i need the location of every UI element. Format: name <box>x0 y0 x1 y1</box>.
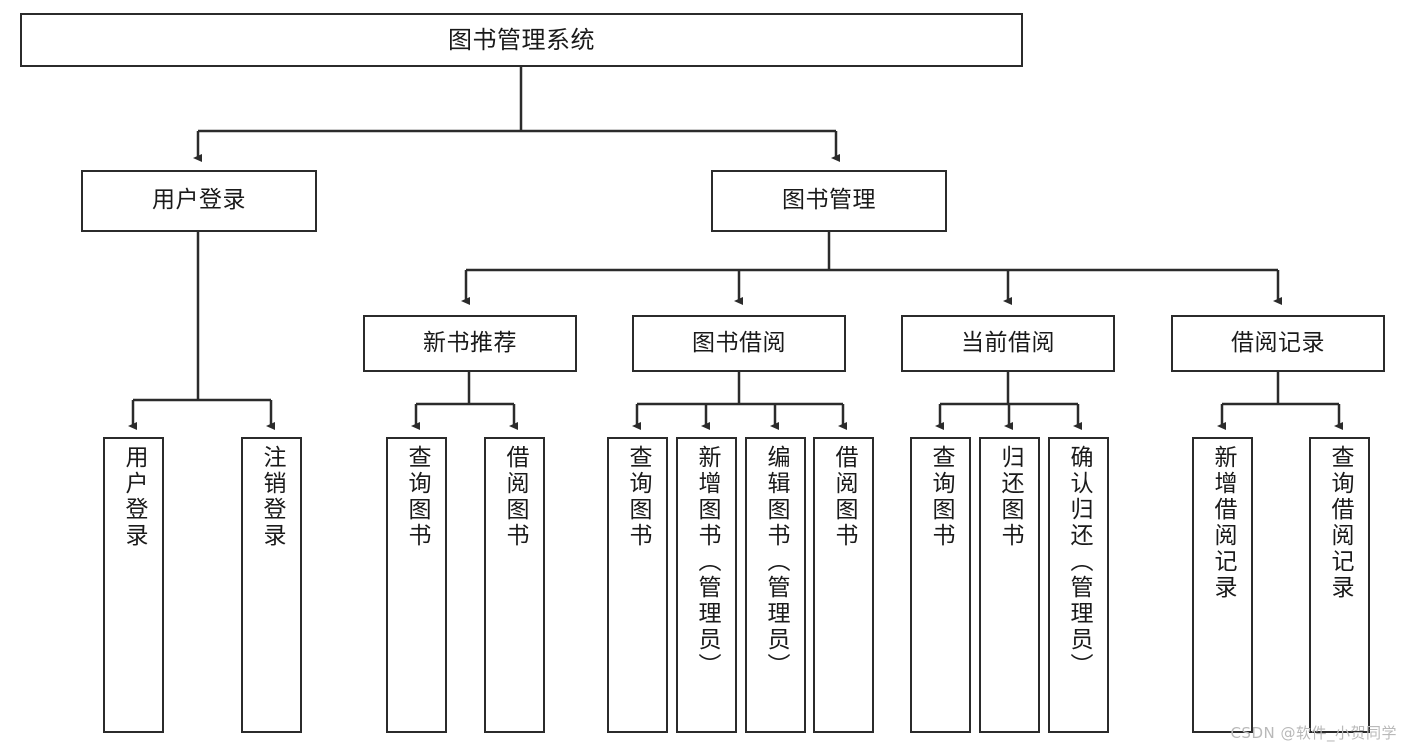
leaf-book-borrow-query-book[interactable]: 查询图书 <box>607 437 668 733</box>
node-label: 图书管理 <box>782 187 876 214</box>
node-label: 编辑图书（管理员） <box>763 445 789 679</box>
node-current-borrow[interactable]: 当前借阅 <box>901 315 1115 372</box>
node-label: 图书借阅 <box>692 329 786 356</box>
node-label: 当前借阅 <box>961 329 1055 356</box>
leaf-current-borrow-query-book[interactable]: 查询图书 <box>910 437 971 733</box>
leaf-borrow-record-add-record[interactable]: 新增借阅记录 <box>1192 437 1253 733</box>
node-label: 新增借阅记录 <box>1210 445 1236 601</box>
node-label: 用户登录 <box>152 187 246 214</box>
node-borrow-record[interactable]: 借阅记录 <box>1171 315 1385 372</box>
node-root-system[interactable]: 图书管理系统 <box>20 13 1023 67</box>
node-label: 用户登录 <box>121 445 147 549</box>
leaf-user-login-login[interactable]: 用户登录 <box>103 437 164 733</box>
leaf-current-borrow-return-book[interactable]: 归还图书 <box>979 437 1040 733</box>
leaf-book-borrow-add-book-admin[interactable]: 新增图书（管理员） <box>676 437 737 733</box>
node-new-book-recommend[interactable]: 新书推荐 <box>363 315 577 372</box>
node-label: 归还图书 <box>997 445 1023 549</box>
node-label: 新增图书（管理员） <box>694 445 720 679</box>
node-label: 注销登录 <box>259 445 285 549</box>
node-label: 借阅图书 <box>831 445 857 549</box>
leaf-current-borrow-confirm-return-admin[interactable]: 确认归还（管理员） <box>1048 437 1109 733</box>
node-label: 借阅记录 <box>1231 329 1325 356</box>
node-label: 查询图书 <box>928 445 954 549</box>
leaf-new-book-borrow-book[interactable]: 借阅图书 <box>484 437 545 733</box>
leaf-book-borrow-edit-book-admin[interactable]: 编辑图书（管理员） <box>745 437 806 733</box>
node-book-management[interactable]: 图书管理 <box>711 170 947 232</box>
node-label: 查询借阅记录 <box>1327 445 1353 601</box>
node-label: 查询图书 <box>404 445 430 549</box>
leaf-book-borrow-borrow-book[interactable]: 借阅图书 <box>813 437 874 733</box>
leaf-new-book-query-book[interactable]: 查询图书 <box>386 437 447 733</box>
leaf-user-login-logout[interactable]: 注销登录 <box>241 437 302 733</box>
node-label: 图书管理系统 <box>448 25 595 54</box>
node-user-login[interactable]: 用户登录 <box>81 170 317 232</box>
leaf-borrow-record-query-record[interactable]: 查询借阅记录 <box>1309 437 1370 733</box>
watermark-credit: CSDN @软件_小贺同学 <box>1230 724 1397 742</box>
node-label: 新书推荐 <box>423 329 517 356</box>
node-label: 借阅图书 <box>502 445 528 549</box>
node-label: 确认归还（管理员） <box>1066 445 1092 679</box>
node-book-borrow[interactable]: 图书借阅 <box>632 315 846 372</box>
node-label: 查询图书 <box>625 445 651 549</box>
